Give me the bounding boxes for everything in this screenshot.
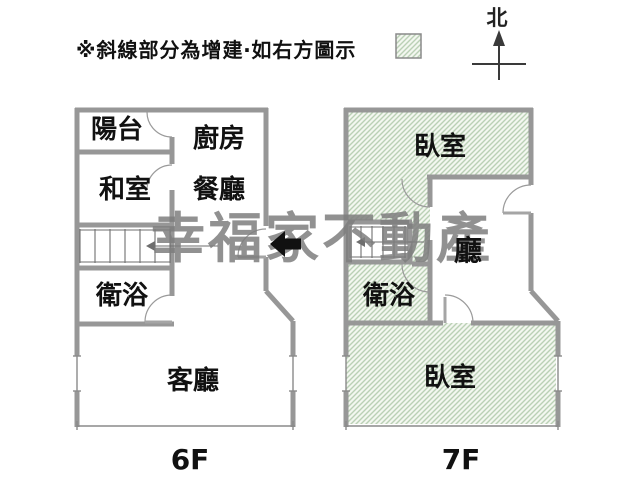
stairs-6f (79, 229, 218, 263)
legend-hatch-swatch (395, 33, 422, 59)
floor-plan-6f (73, 107, 297, 430)
door-arcs-6f (144, 111, 267, 323)
watermark: 幸福家不動產 (151, 207, 493, 270)
floor-plan-7f (342, 107, 562, 430)
north-arrow-icon (472, 30, 526, 80)
hatched-addition-areas (346, 112, 556, 424)
door-arcs-7f (401, 178, 532, 324)
stairs-7f (349, 226, 424, 258)
